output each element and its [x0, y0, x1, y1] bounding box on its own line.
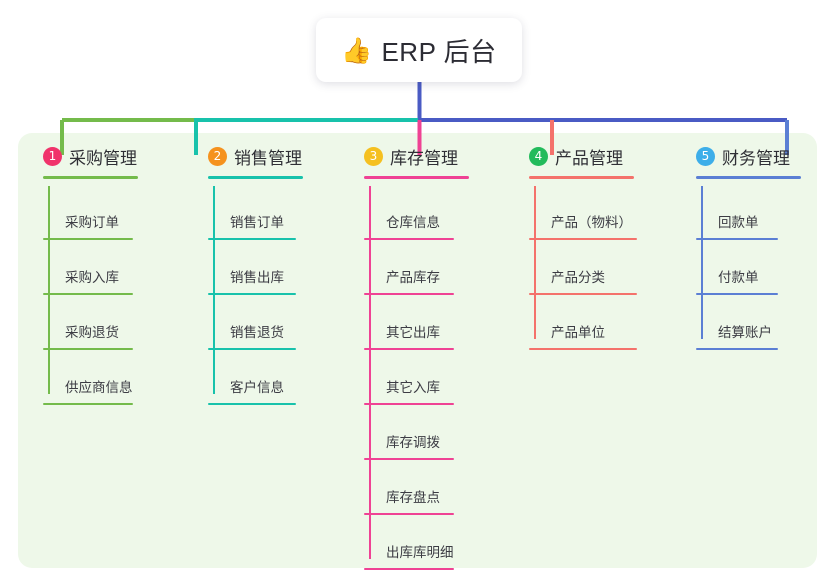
- root-node-label: ERP 后台: [381, 36, 497, 67]
- root-node[interactable]: 👍 ERP 后台: [316, 18, 522, 82]
- branch-item-label: 销售出库: [230, 270, 284, 285]
- branch-item-underline: [364, 568, 454, 570]
- branch-item-label: 采购订单: [65, 215, 119, 230]
- branch-item[interactable]: 库存盘点: [364, 460, 469, 515]
- branch-item-underline: [364, 348, 454, 350]
- branch-number-badge: 1: [43, 146, 62, 166]
- branch-items: 仓库信息产品库存其它出库其它入库库存调拨库存盘点出库库明细: [364, 185, 469, 570]
- branch-item-underline: [529, 293, 637, 295]
- branch-item-label: 其它入库: [386, 380, 440, 395]
- branch-item[interactable]: 出库库明细: [364, 515, 469, 570]
- branch-item-underline: [364, 238, 454, 240]
- branch-item-label: 库存盘点: [386, 490, 440, 505]
- branch-header-3[interactable]: 3 库存管理: [364, 144, 469, 168]
- branch-underline: [529, 176, 634, 179]
- branch-item[interactable]: 库存调拨: [364, 405, 469, 460]
- branch-item-underline: [364, 458, 454, 460]
- branch-item[interactable]: 供应商信息: [43, 350, 138, 405]
- branch-item-underline: [364, 513, 454, 515]
- branch-item-underline: [43, 403, 133, 405]
- branch-item-label: 采购退货: [65, 325, 119, 340]
- branch-item-underline: [529, 348, 637, 350]
- branch-header-2[interactable]: 2 销售管理: [208, 144, 303, 168]
- branch-item-underline: [43, 238, 133, 240]
- branch-item-underline: [529, 238, 637, 240]
- branch-underline: [43, 176, 138, 179]
- branch-item-label: 付款单: [718, 270, 759, 285]
- branch-number-badge: 2: [208, 146, 227, 166]
- branch-title: 采购管理: [69, 148, 137, 168]
- branch-items: 回款单付款单结算账户: [696, 185, 801, 350]
- branch-item-label: 产品（物料）: [551, 215, 632, 230]
- branch-item[interactable]: 回款单: [696, 185, 801, 240]
- branch-items: 销售订单销售出库销售退货客户信息: [208, 185, 303, 405]
- branch-item[interactable]: 产品库存: [364, 240, 469, 295]
- branch-number-badge: 3: [364, 146, 383, 166]
- branch-item-underline: [43, 293, 133, 295]
- branch-item-underline: [208, 238, 296, 240]
- branch-item-label: 销售订单: [230, 215, 284, 230]
- branch-item[interactable]: 销售出库: [208, 240, 303, 295]
- branch-item[interactable]: 仓库信息: [364, 185, 469, 240]
- branch-item-label: 采购入库: [65, 270, 119, 285]
- branch-item-label: 供应商信息: [65, 380, 133, 395]
- branch-item[interactable]: 产品单位: [529, 295, 637, 350]
- branch-item-underline: [364, 403, 454, 405]
- branch-column-2: 2 销售管理销售订单销售出库销售退货客户信息: [208, 144, 303, 405]
- branch-title: 销售管理: [234, 148, 302, 168]
- branch-items: 产品（物料） 产品分类产品单位: [529, 185, 637, 350]
- branch-item-underline: [208, 403, 296, 405]
- branch-item[interactable]: 产品分类: [529, 240, 637, 295]
- branch-item-label: 库存调拨: [386, 435, 440, 450]
- branch-item-label: 销售退货: [230, 325, 284, 340]
- branch-item[interactable]: 采购入库: [43, 240, 138, 295]
- branch-item-underline: [364, 293, 454, 295]
- branch-item[interactable]: 采购退货: [43, 295, 138, 350]
- branch-item-label: 回款单: [718, 215, 759, 230]
- branch-title: 财务管理: [722, 148, 790, 168]
- branch-number-badge: 5: [696, 146, 715, 166]
- branch-item-label: 产品分类: [551, 270, 605, 285]
- branch-header-1[interactable]: 1 采购管理: [43, 144, 138, 168]
- branch-number-badge: 4: [529, 146, 548, 166]
- branch-header-4[interactable]: 4 产品管理: [529, 144, 634, 168]
- branch-item-label: 出库库明细: [386, 545, 454, 560]
- branch-title: 产品管理: [555, 148, 623, 168]
- branches-panel: [18, 133, 817, 568]
- branch-item-underline: [696, 348, 778, 350]
- branch-item-underline: [208, 293, 296, 295]
- branch-underline: [208, 176, 303, 179]
- branch-underline: [364, 176, 469, 179]
- branch-item-label: 产品单位: [551, 325, 605, 340]
- branch-column-4: 4 产品管理产品（物料） 产品分类产品单位: [529, 144, 637, 350]
- branch-column-3: 3 库存管理仓库信息产品库存其它出库其它入库库存调拨库存盘点出库库明细: [364, 144, 469, 570]
- branch-item[interactable]: 销售退货: [208, 295, 303, 350]
- branch-item-underline: [696, 293, 778, 295]
- branch-underline: [696, 176, 801, 179]
- branch-item[interactable]: 其它出库: [364, 295, 469, 350]
- branch-item-underline: [43, 348, 133, 350]
- branch-items: 采购订单采购入库采购退货供应商信息: [43, 185, 138, 405]
- branch-item-underline: [208, 348, 296, 350]
- branch-item[interactable]: 客户信息: [208, 350, 303, 405]
- branch-item-label: 其它出库: [386, 325, 440, 340]
- branch-item[interactable]: 结算账户: [696, 295, 801, 350]
- branch-item[interactable]: 销售订单: [208, 185, 303, 240]
- branch-title: 库存管理: [390, 148, 458, 168]
- branch-item-underline: [696, 238, 778, 240]
- branch-item-label: 仓库信息: [386, 215, 440, 230]
- branch-item-label: 结算账户: [718, 325, 772, 340]
- thumbs-up-icon: 👍: [341, 36, 373, 65]
- branch-item-label: 产品库存: [386, 270, 440, 285]
- branch-item[interactable]: 付款单: [696, 240, 801, 295]
- branch-item-label: 客户信息: [230, 380, 284, 395]
- branch-header-5[interactable]: 5 财务管理: [696, 144, 801, 168]
- branch-item[interactable]: 其它入库: [364, 350, 469, 405]
- branch-item[interactable]: 采购订单: [43, 185, 138, 240]
- branch-item[interactable]: 产品（物料）: [529, 185, 637, 240]
- branch-column-1: 1 采购管理采购订单采购入库采购退货供应商信息: [43, 144, 138, 405]
- branch-column-5: 5 财务管理回款单付款单结算账户: [696, 144, 801, 350]
